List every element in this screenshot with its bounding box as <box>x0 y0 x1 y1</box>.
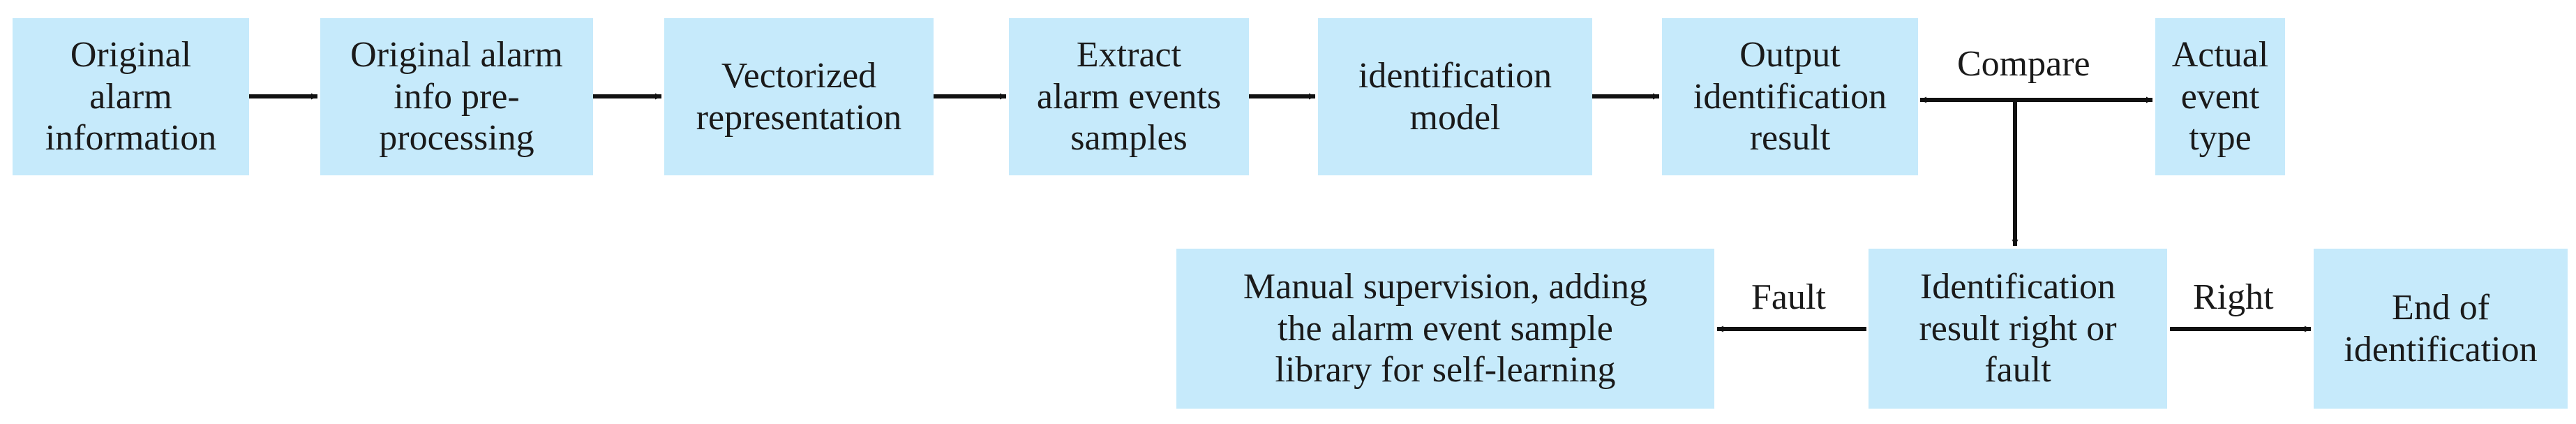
node-actual-event-type: Actual event type <box>2155 18 2285 175</box>
node-vectorized-representation: Vectorized representation <box>664 18 934 175</box>
node-label: Extract alarm events samples <box>1036 34 1222 159</box>
node-label: Actual event type <box>2171 34 2269 159</box>
node-label: Manual supervision, adding the alarm eve… <box>1243 266 1648 390</box>
edge-label-fault: Fault <box>1751 277 1826 317</box>
edge-label-compare: Compare <box>1957 44 2090 84</box>
node-original-alarm-information: Original alarm information <box>13 18 249 175</box>
node-identification-model: identification model <box>1318 18 1592 175</box>
node-output-result: Output identification result <box>1662 18 1918 175</box>
node-label: End of identification <box>2344 287 2538 370</box>
node-label: Output identification result <box>1693 34 1887 159</box>
node-label: Original alarm info pre- processing <box>350 34 563 159</box>
node-extract-samples: Extract alarm events samples <box>1009 18 1249 175</box>
node-label: Identification result right or fault <box>1919 266 2117 390</box>
node-manual-supervision: Manual supervision, adding the alarm eve… <box>1176 249 1714 409</box>
node-label: identification model <box>1358 55 1552 138</box>
node-right-or-fault: Identification result right or fault <box>1869 249 2167 409</box>
edge-label-right: Right <box>2193 277 2274 317</box>
node-label: Vectorized representation <box>696 55 902 138</box>
node-preprocessing: Original alarm info pre- processing <box>320 18 593 175</box>
node-end-of-identification: End of identification <box>2314 249 2568 409</box>
node-label: Original alarm information <box>45 34 217 159</box>
